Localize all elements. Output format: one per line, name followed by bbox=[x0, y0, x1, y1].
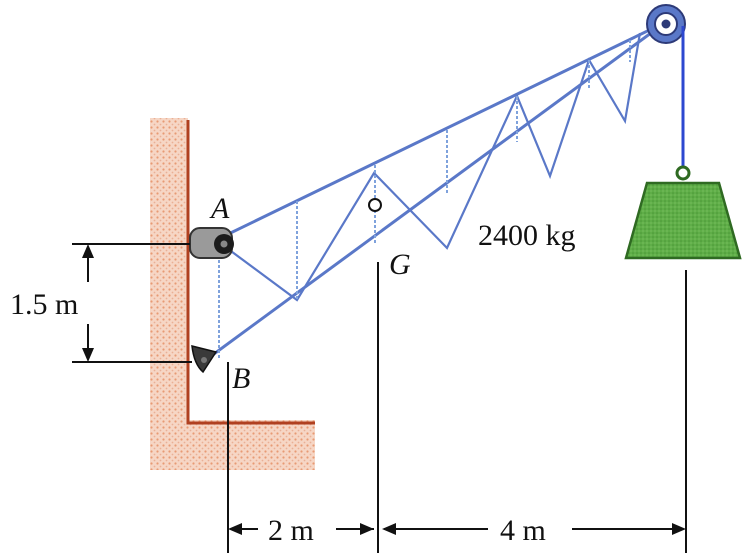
load-label: 2400 kg bbox=[478, 219, 576, 252]
dimension-arrowheads bbox=[82, 244, 686, 535]
truss-boom bbox=[202, 20, 667, 364]
wall bbox=[150, 118, 315, 470]
point-label-g: G bbox=[389, 248, 411, 281]
rocker-support-icon bbox=[191, 345, 218, 374]
center-of-gravity-marker bbox=[368, 198, 382, 212]
point-label-a: A bbox=[209, 192, 230, 225]
dimension-lines bbox=[72, 243, 687, 553]
pin-support-icon bbox=[189, 227, 234, 259]
weight-icon bbox=[624, 165, 742, 260]
dimension-label-horizontal-2: 4 m bbox=[500, 514, 546, 547]
dimension-label-vertical: 1.5 m bbox=[10, 288, 78, 321]
dimension-label-horizontal-1: 2 m bbox=[268, 514, 314, 547]
point-label-b: B bbox=[232, 362, 250, 395]
pulley-icon bbox=[646, 4, 686, 44]
